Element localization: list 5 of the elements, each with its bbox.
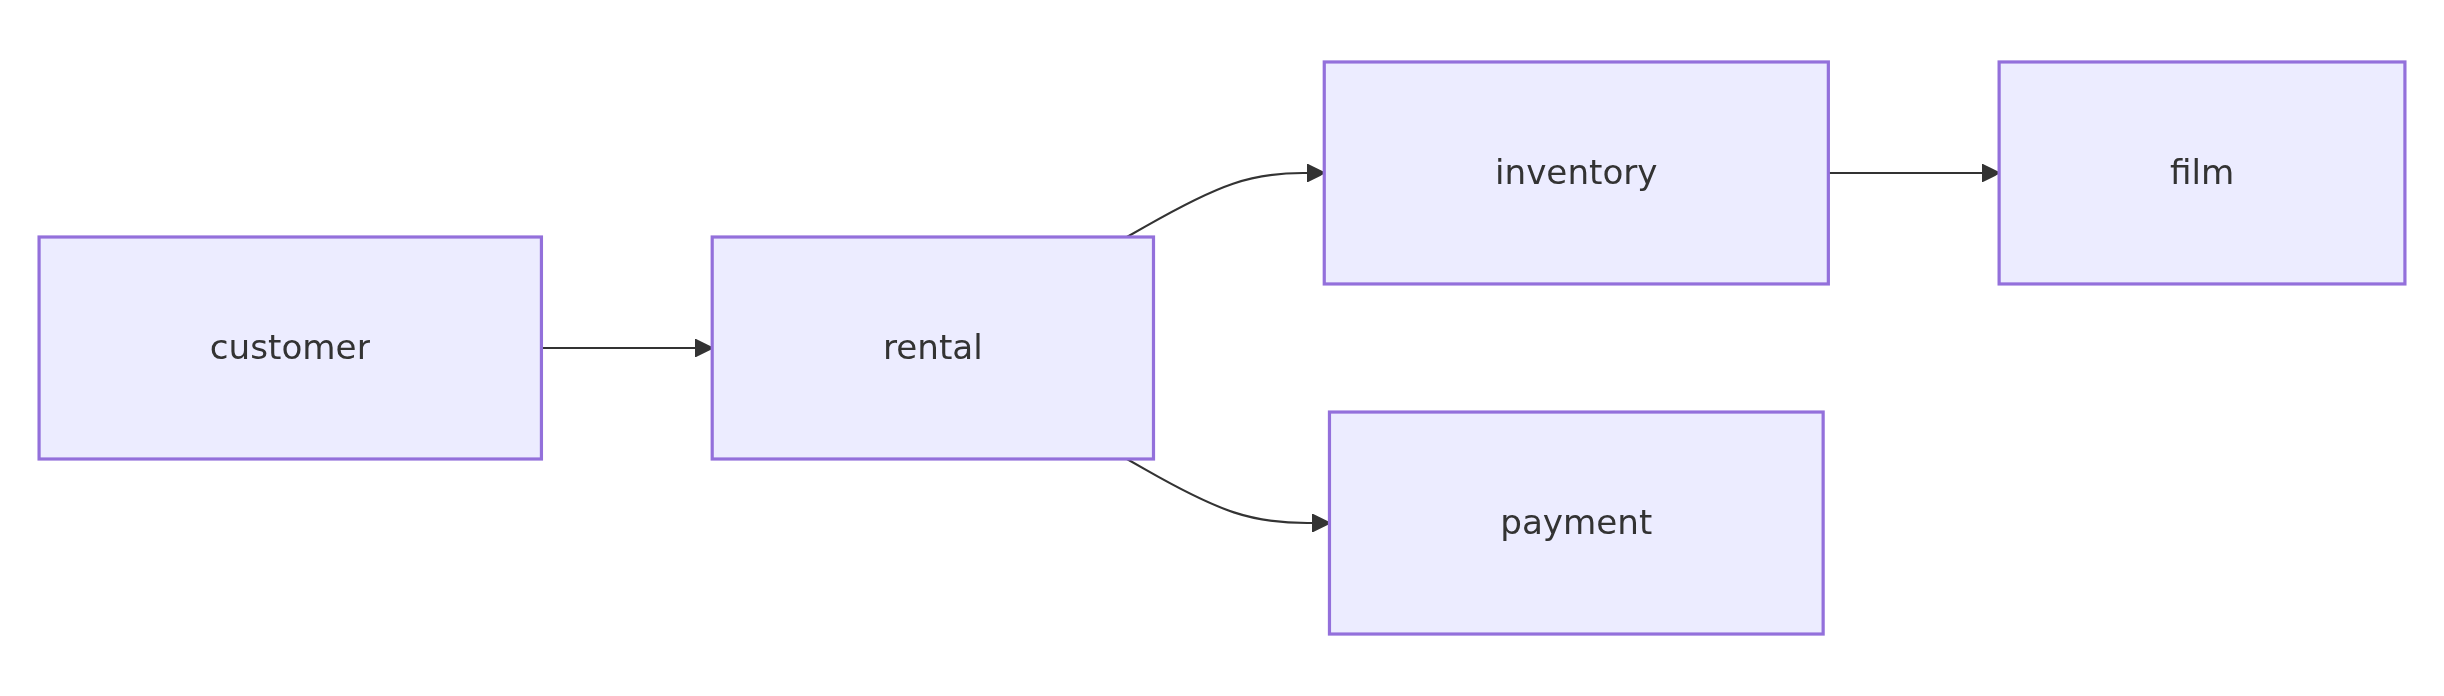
node-box: customer xyxy=(37,235,544,461)
node-box: inventory xyxy=(1322,60,1830,286)
node-box: rental xyxy=(710,235,1156,461)
node-box: payment xyxy=(1327,410,1825,636)
node-box: film xyxy=(1997,60,2407,286)
